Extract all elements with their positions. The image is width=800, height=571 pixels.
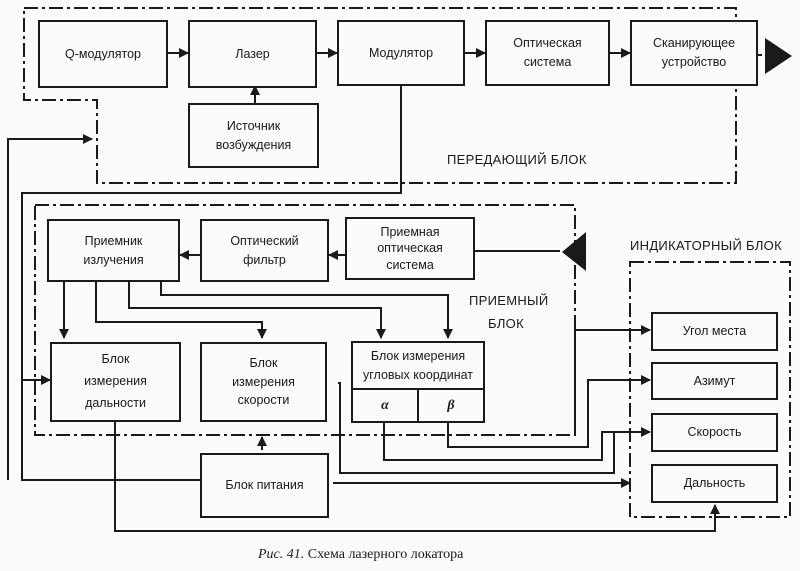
arrow-to-elevation [574, 325, 651, 435]
receiver-label-line2: БЛОК [488, 316, 524, 331]
angle-measure-block: Блок измерения угловых координат α β [351, 341, 485, 423]
transmit-beam-triangle [765, 38, 792, 74]
indicator-range: Дальность [651, 464, 778, 503]
figure-caption: Рис. 41. Схема лазерного локатора [258, 547, 463, 563]
receiving-optics-block: Приемная оптическая система [345, 217, 475, 280]
alpha-cell: α [353, 390, 419, 421]
modulator-block: Модулятор [337, 20, 465, 86]
link-power-to-transmitter [7, 134, 93, 480]
link-speed-out [338, 382, 615, 474]
angle-measure-title: Блок измерения угловых координат [353, 343, 483, 390]
speed-measure-block: Блок измерения скорости [200, 342, 327, 422]
arrow-alpha-to-speed [383, 420, 651, 461]
excitation-source-block: Источник возбуждения [188, 103, 319, 168]
transmitter-frame [23, 7, 737, 184]
indicator-label: ИНДИКАТОРНЫЙ БЛОК [630, 238, 782, 253]
scanner-block: Сканирующее устройство [630, 20, 758, 86]
arrow-receiver-to-beta [160, 282, 453, 339]
receiver-label-line1: ПРИЕМНЫЙ [469, 293, 549, 308]
range-measure-block: Блок измерения дальности [50, 342, 181, 422]
optical-filter-block: Оптический фильтр [200, 219, 329, 282]
power-supply-block: Блок питания [200, 453, 329, 518]
laser-block: Лазер [188, 20, 317, 88]
optical-system-block: Оптическая система [485, 20, 610, 86]
indicator-speed: Скорость [651, 413, 778, 452]
arrow-receiver-to-alpha [128, 282, 386, 339]
figure-number: Рис. 41. [258, 547, 305, 562]
transmitter-label: ПЕРЕДАЮЩИЙ БЛОК [447, 152, 587, 167]
indicator-elevation: Угол места [651, 312, 778, 351]
q-modulator-block: Q-модулятор [38, 20, 168, 88]
link-modulator-to-power [21, 84, 402, 481]
arrow-receiver-to-speed [95, 282, 267, 339]
arrow-beta-to-azimuth [447, 375, 651, 448]
arrow-range-to-indicator [114, 420, 720, 532]
indicator-azimuth: Азимут [651, 362, 778, 400]
receive-beam-triangle [562, 232, 586, 271]
receiver-block: Приемник излучения [47, 219, 180, 282]
beta-cell: β [447, 397, 455, 413]
figure-title: Схема лазерного локатора [307, 547, 464, 562]
